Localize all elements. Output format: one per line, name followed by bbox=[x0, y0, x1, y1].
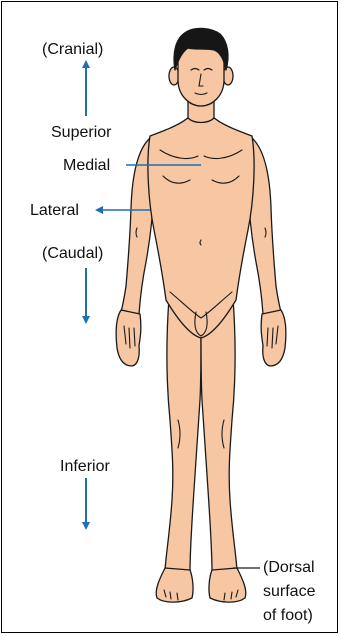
dorsal-label-line1: (Dorsal bbox=[263, 558, 315, 577]
left-hand bbox=[116, 310, 141, 366]
torso bbox=[148, 116, 254, 338]
left-foot bbox=[156, 568, 193, 602]
human-figure bbox=[116, 28, 286, 602]
cranial-label: (Cranial) bbox=[42, 40, 103, 59]
left-leg bbox=[165, 298, 201, 572]
caudal-label: (Caudal) bbox=[42, 244, 103, 263]
superior-label: Superior bbox=[51, 123, 111, 142]
lateral-label: Lateral bbox=[30, 201, 79, 220]
dorsal-label-line2: surface bbox=[263, 582, 315, 601]
inferior-label: Inferior bbox=[60, 457, 110, 476]
medial-label: Medial bbox=[63, 156, 110, 175]
right-leg bbox=[201, 298, 237, 572]
right-foot bbox=[209, 568, 246, 602]
right-hand bbox=[261, 310, 286, 366]
dorsal-label-line3: of foot) bbox=[263, 606, 313, 625]
